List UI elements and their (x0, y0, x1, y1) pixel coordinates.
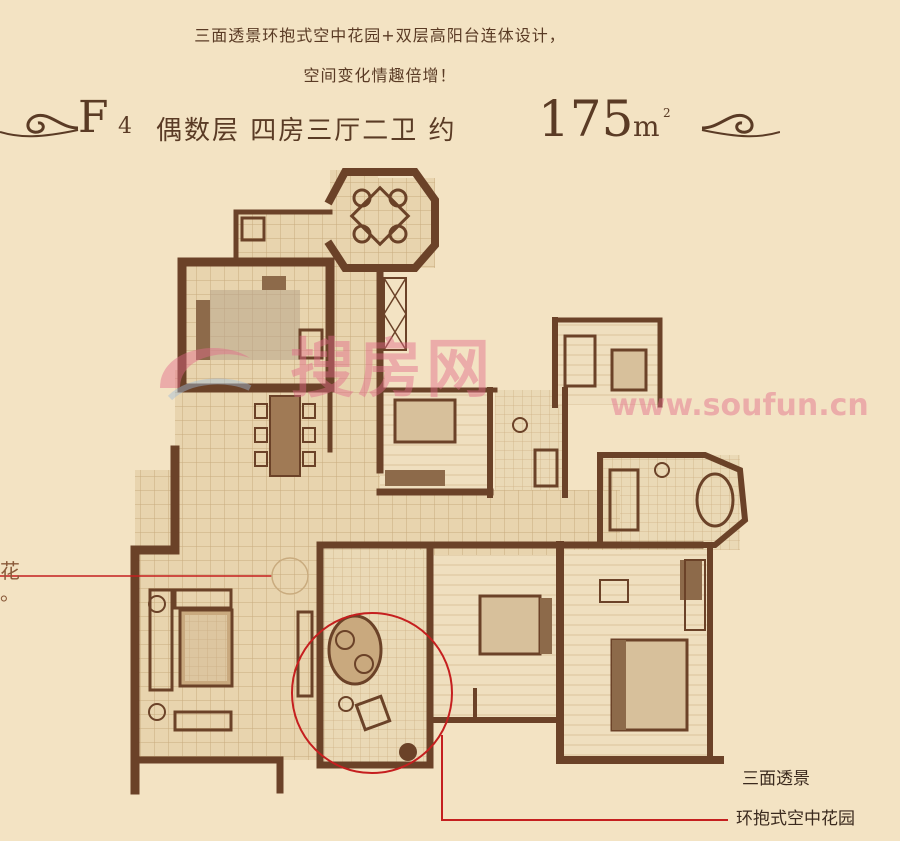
bay-dining-set (349, 185, 411, 247)
bathroom-fixtures (512, 334, 735, 532)
callout-sky-garden: 环抱式空中花园 (736, 809, 855, 829)
unit-code-letter: F (78, 92, 109, 143)
tagline-line-1: 三面透景环抱式空中花园+双层高阳台连体设计， (194, 26, 566, 45)
left-edge-text: 花 。 (0, 560, 20, 604)
left-edge-text-content: 花 。 (0, 559, 20, 605)
bedroom-furniture (385, 398, 702, 732)
window-markers (383, 277, 706, 631)
tagline-line-2: 空间变化情趣倍增！ (303, 66, 457, 85)
dining-table (254, 395, 316, 477)
living-room-furniture (148, 588, 314, 732)
left-swirl-ornament (0, 113, 79, 138)
highlight-annotation (0, 557, 728, 821)
area-unit-superscript: 2 (663, 106, 671, 120)
callout-three-side-view: 三面透景 (742, 769, 810, 789)
unit-code-number: 4 (118, 114, 132, 139)
area-unit: m (633, 110, 660, 143)
sky-garden-furniture (327, 614, 417, 761)
walls (130, 168, 749, 795)
right-swirl-ornament (701, 113, 780, 138)
unit-description: 偶数层 四房三厅二卫 约 (156, 116, 457, 146)
area-value: 175 (538, 90, 634, 148)
kitchen (196, 216, 324, 360)
